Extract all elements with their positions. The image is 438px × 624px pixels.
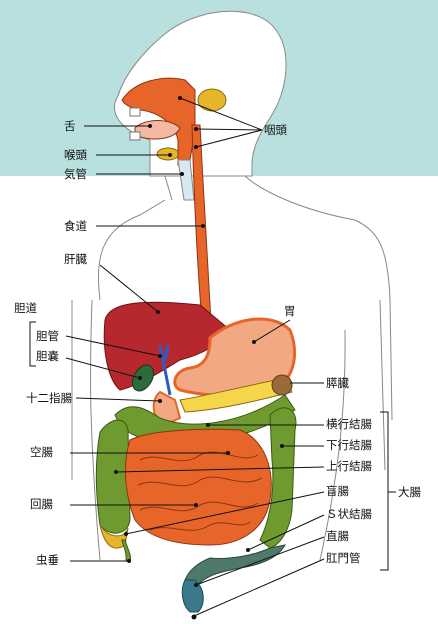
small-intestine — [125, 429, 271, 545]
dot-tongue — [148, 124, 152, 128]
label-large-intestine: 大腸 — [398, 485, 421, 499]
dot-rectum — [194, 583, 198, 587]
dot-pharynx-2 — [194, 127, 198, 131]
dot-ascending-colon — [114, 470, 118, 474]
label-descending-colon: 下行結腸 — [326, 438, 372, 452]
label-transverse-colon: 横行結腸 — [326, 417, 372, 431]
dot-pharynx-3 — [194, 145, 198, 149]
dot-esophagus — [201, 224, 205, 228]
dot-cecum — [124, 532, 128, 536]
dot-stomach — [252, 340, 256, 344]
dot-trachea — [180, 172, 184, 176]
dot-descending-colon — [280, 444, 284, 448]
dot-appendix — [127, 559, 131, 563]
label-pharynx: 咽頭 — [264, 123, 287, 137]
label-bile-duct: 胆管 — [36, 329, 59, 343]
dot-ileum — [194, 503, 198, 507]
label-esophagus: 食道 — [64, 219, 87, 233]
label-larynx: 喉頭 — [64, 148, 87, 162]
dot-bile-duct — [158, 354, 162, 358]
label-liver: 肝臓 — [64, 252, 87, 266]
dot-liver — [156, 310, 160, 314]
label-rectum: 直腸 — [326, 529, 349, 543]
label-anus: 肛門管 — [326, 551, 361, 565]
label-pancreas: 膵臓 — [326, 376, 349, 390]
label-appendix: 虫垂 — [36, 553, 59, 567]
dot-transverse-colon — [206, 423, 210, 427]
label-sigmoid-colon: Ｓ状結腸 — [326, 507, 372, 521]
teeth — [130, 108, 140, 116]
dot-pharynx-1 — [178, 96, 182, 100]
label-tongue: 舌 — [64, 119, 76, 133]
label-stomach: 胃 — [284, 304, 296, 318]
label-trachea: 気管 — [64, 167, 87, 181]
label-duodenum: 十二指腸 — [26, 391, 72, 405]
teeth-lower — [130, 132, 140, 140]
spleen — [272, 375, 292, 395]
label-biliary-tract: 胆道 — [14, 301, 37, 315]
label-gallbladder: 胆嚢 — [36, 349, 59, 363]
dot-larynx — [168, 153, 172, 157]
label-ileum: 回腸 — [30, 497, 53, 511]
label-cecum: 盲腸 — [326, 484, 349, 498]
label-ascending-colon: 上行結腸 — [326, 459, 372, 473]
dot-duodenum — [158, 399, 162, 403]
dot-gallbladder — [138, 376, 142, 380]
ascending-colon — [96, 420, 130, 533]
submandibular-gland — [157, 148, 179, 160]
parotid-gland — [198, 89, 226, 111]
dot-sigmoid-colon — [246, 548, 250, 552]
dot-jejunum — [226, 451, 230, 455]
label-jejunum: 空腸 — [30, 445, 53, 459]
